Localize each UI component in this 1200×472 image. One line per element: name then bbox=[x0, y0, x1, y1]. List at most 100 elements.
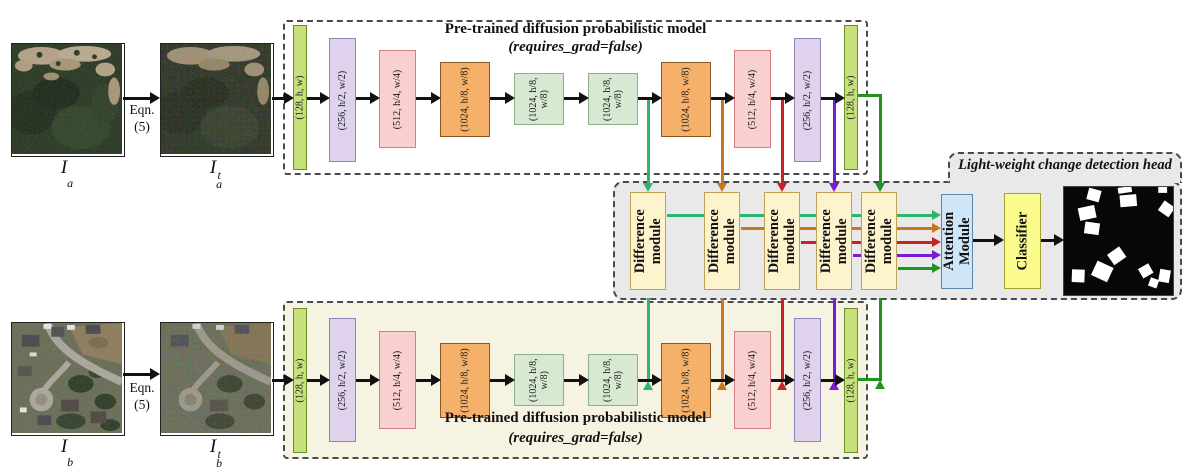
skip-down-1 bbox=[646, 98, 650, 184]
top-box-title: Pre-trained diffusion probabilistic mode… bbox=[444, 21, 707, 37]
flow-arrow-bottom-8 bbox=[638, 378, 653, 382]
skip-up-1-head bbox=[643, 381, 653, 390]
feature-block-label: (1024, h/8, w/8) bbox=[680, 348, 692, 413]
feature-block-label: (256, h/2, w/2) bbox=[337, 350, 349, 410]
flow-arrow-top-4 bbox=[356, 96, 371, 100]
feature-block-top-8: (512, h/4, w/4) bbox=[734, 50, 771, 148]
feature-block-bottom-4: (1024, h/8, w/8) bbox=[440, 343, 490, 418]
attention-to-classifier-arrow bbox=[973, 238, 995, 242]
eqn-label-top-1: Eqn. bbox=[129, 102, 155, 117]
feature-block-top-5: (1024, h/8, w/8) bbox=[514, 73, 564, 125]
feature-block-top-7: (1024, h/8, w/8) bbox=[661, 62, 711, 137]
feature-block-label: (128, h, w) bbox=[845, 358, 857, 403]
feature-block-label: (1024, h/8, w/8) bbox=[527, 77, 550, 121]
feature-block-label: (512, h/4, w/4) bbox=[392, 350, 404, 410]
skip-down-4-head bbox=[829, 183, 839, 192]
flow-arrow-top-11-head bbox=[835, 92, 845, 104]
skip-green-top-seg bbox=[858, 94, 882, 97]
flow-arrow-bottom-5 bbox=[416, 378, 432, 382]
flow-arrow-bottom-8-head bbox=[652, 374, 662, 386]
flow-arrow-top-10-head bbox=[785, 92, 795, 104]
feature-block-label: (512, h/4, w/4) bbox=[747, 69, 759, 129]
flow-arrow-bottom-10 bbox=[771, 378, 786, 382]
skip-up-2-head bbox=[717, 381, 727, 390]
skip-up-1 bbox=[646, 298, 650, 381]
feature-block-top-3: (512, h/4, w/4) bbox=[379, 50, 416, 148]
detection-head-title-box bbox=[948, 152, 1182, 183]
feature-block-bottom-2: (256, h/2, w/2) bbox=[329, 318, 356, 442]
skip-down-3-head bbox=[777, 183, 787, 192]
change-mask-output bbox=[1063, 186, 1176, 296]
feature-block-label: (1024, h/8, w/8) bbox=[601, 358, 624, 402]
feature-block-label: (128, h, w) bbox=[294, 358, 306, 403]
flow-arrow-bottom-4-head bbox=[370, 374, 380, 386]
skip-green-up-head bbox=[875, 380, 885, 389]
skip-green-down bbox=[878, 95, 882, 184]
flow-arrow-top-2-head bbox=[284, 92, 294, 104]
flow-arrow-top-8-head bbox=[652, 92, 662, 104]
flow-arrow-bottom-3-head bbox=[320, 374, 330, 386]
feature-block-label: (1024, h/8, w/8) bbox=[527, 358, 550, 402]
classifier-block: Classifier bbox=[1004, 193, 1041, 289]
skip-down-3 bbox=[780, 98, 784, 184]
flow-arrow-top-8 bbox=[638, 96, 653, 100]
satellite-image-b bbox=[11, 322, 125, 436]
skip-up-3-head bbox=[777, 381, 787, 390]
eqn-label-bottom-1: Eqn. bbox=[129, 380, 155, 395]
skip-up-4-head bbox=[829, 381, 839, 390]
skip-down-2-head bbox=[717, 183, 727, 192]
satellite-image-b-noisy bbox=[160, 322, 274, 436]
flow-arrow-bottom-6-head bbox=[505, 374, 515, 386]
feature-block-label: (256, h/2, w/2) bbox=[337, 70, 349, 130]
bottom-box-title: Pre-trained diffusion probabilistic mode… bbox=[444, 410, 707, 426]
flow-arrow-top-7 bbox=[564, 96, 580, 100]
flow-arrow-bottom-1-head bbox=[150, 368, 160, 380]
skip-hline-head-1 bbox=[932, 210, 941, 220]
skip-green-down-head bbox=[875, 183, 885, 192]
flow-arrow-top-6 bbox=[490, 96, 506, 100]
detection-head-title: Light-weight change detection head bbox=[958, 157, 1172, 173]
flow-arrow-bottom-7-head bbox=[579, 374, 589, 386]
flow-arrow-top-11 bbox=[821, 96, 836, 100]
flow-arrow-bottom-9-head bbox=[725, 374, 735, 386]
flow-arrow-top-4-head bbox=[370, 92, 380, 104]
skip-hline-head-4 bbox=[932, 250, 941, 260]
satellite-image-a-noisy bbox=[160, 43, 274, 157]
feature-block-label: (256, h/2, w/2) bbox=[802, 350, 814, 410]
feature-block-top-6: (1024, h/8, w/8) bbox=[588, 73, 638, 125]
flow-arrow-bottom-2-head bbox=[284, 374, 294, 386]
feature-block-label: (128, h, w) bbox=[845, 75, 857, 120]
flow-arrow-bottom-9 bbox=[711, 378, 726, 382]
flow-arrow-bottom-5-head bbox=[431, 374, 441, 386]
flow-arrow-bottom-11 bbox=[821, 378, 836, 382]
flow-arrow-top-10 bbox=[771, 96, 786, 100]
feature-block-top-9: (256, h/2, w/2) bbox=[794, 38, 821, 162]
feature-block-label: (1024, h/8, w/8) bbox=[601, 77, 624, 121]
skip-hline-head-5 bbox=[932, 263, 941, 273]
flow-arrow-bottom-11-head bbox=[835, 374, 845, 386]
feature-block-label: (1024, h/8, w/8) bbox=[459, 348, 471, 413]
flow-arrow-bottom-6 bbox=[490, 378, 506, 382]
skip-down-2 bbox=[720, 98, 724, 184]
flow-arrow-top-3 bbox=[307, 96, 321, 100]
eqn-label-top-2: (5) bbox=[134, 119, 150, 134]
skip-hline-5 bbox=[898, 266, 932, 270]
skip-hline-head-2 bbox=[932, 223, 941, 233]
flow-arrow-bottom-4 bbox=[356, 378, 371, 382]
eqn-label-bottom-2: (5) bbox=[134, 397, 150, 412]
satellite-image-a bbox=[11, 43, 125, 157]
flow-arrow-top-5-head bbox=[431, 92, 441, 104]
feature-block-bottom-5: (1024, h/8, w/8) bbox=[514, 354, 564, 406]
flow-arrow-bottom-10-head bbox=[785, 374, 795, 386]
skip-hline-head-3 bbox=[932, 237, 941, 247]
skip-up-2 bbox=[720, 298, 724, 381]
attention-to-classifier-arrow-head bbox=[994, 234, 1004, 246]
